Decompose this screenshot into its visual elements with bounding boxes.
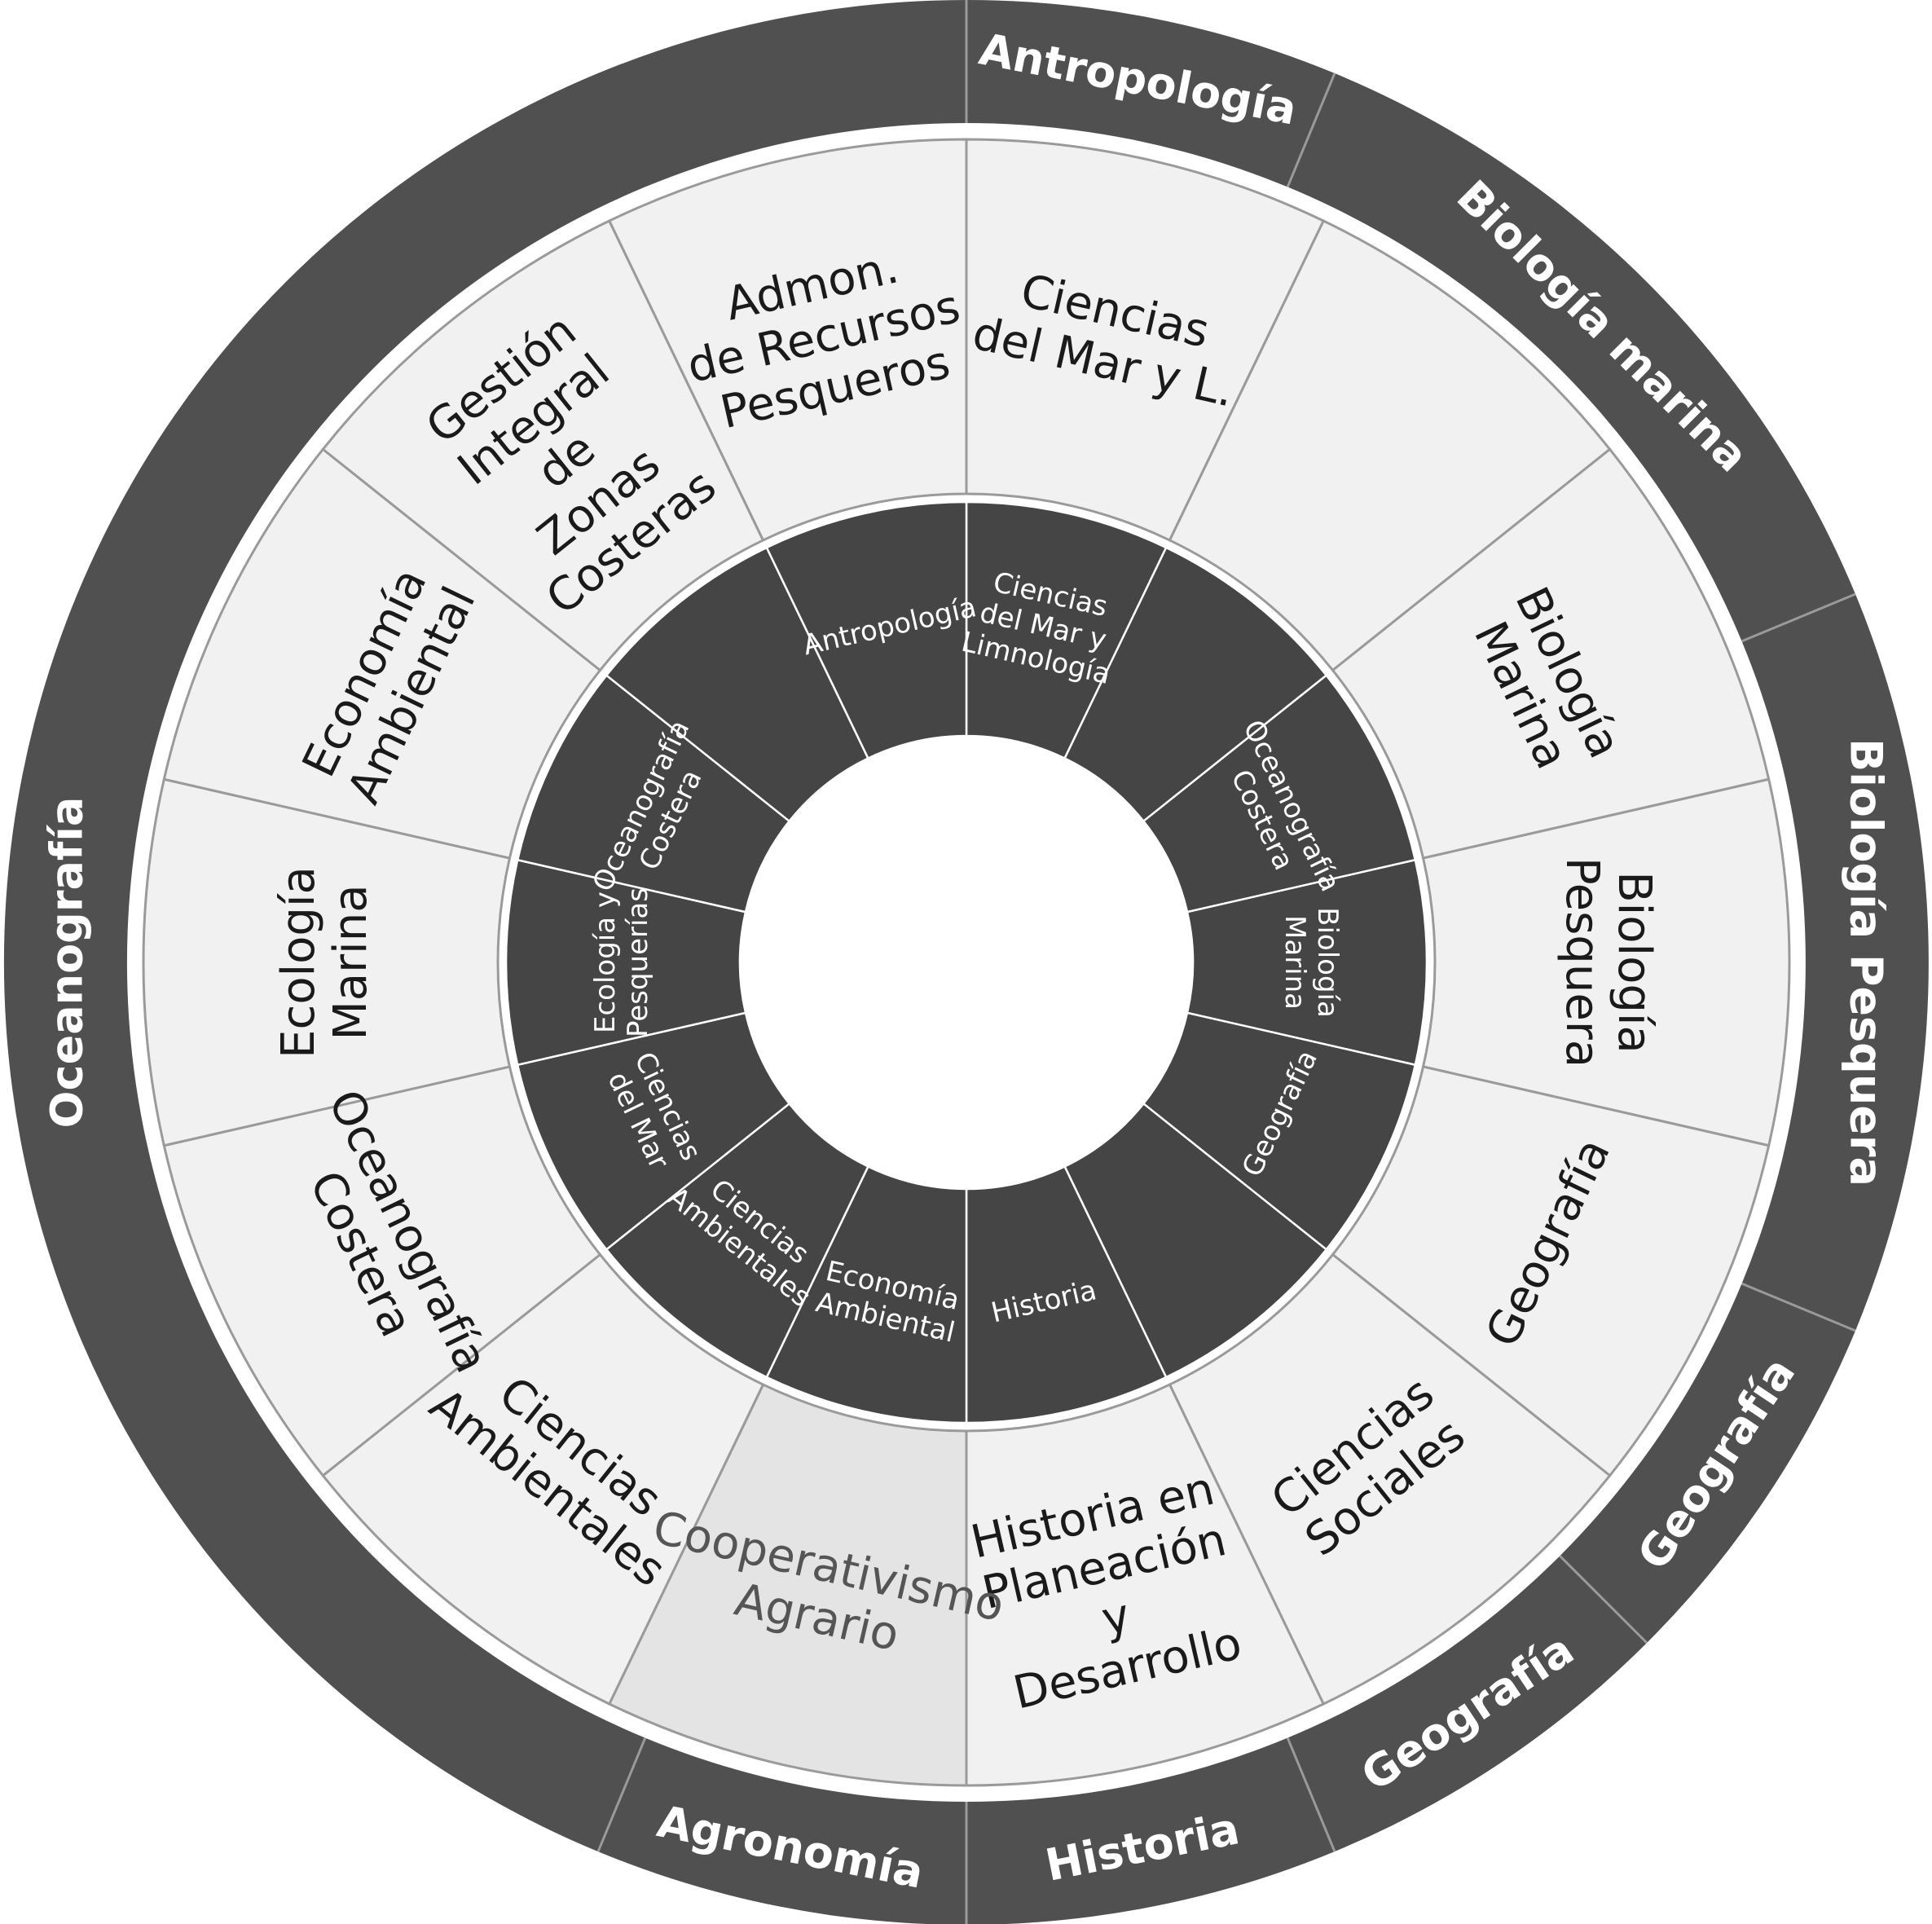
middle-cell-ciencias-del-mar-y-l — [965, 138, 1326, 542]
outer-ring-divider — [1286, 73, 1336, 187]
outer-label-oceanografia: Oceanografía — [41, 797, 92, 1129]
middle-label-ecologia-marina-line: Ecología — [272, 866, 325, 1059]
middle-label-admon-de-recursos-pesqueros: Admon.de RecursosPesqueros — [671, 229, 976, 444]
middle-label-biologia-pesquera-line: Pesquera — [1556, 857, 1609, 1068]
middle-cell-ciencias-sociales — [1168, 1253, 1612, 1706]
inner-label-ecologia-y-pesquerias: Ecología yPesquerías — [589, 887, 654, 1037]
middle-cell-biologia-marina — [1331, 447, 1771, 860]
outer-ring-divider — [1559, 1555, 1648, 1644]
inner-ring: Cienciasdel Mar yLimnologíaOceanografíaC… — [504, 500, 1428, 1424]
middle-cell-ecologia-marina — [142, 777, 512, 1147]
inner-label-ecologia-y-pesquerias-line: Pesquerías — [622, 887, 654, 1037]
middle-label-biologia-pesquera-line: Biología — [1608, 871, 1661, 1053]
middle-ring: Cienciasdel Mar y L.BiologíaMarinaBiolog… — [142, 138, 1791, 1787]
outer-ring-divider — [596, 1737, 647, 1852]
middle-cell-biologia-pesquera — [1421, 777, 1791, 1147]
center-circle — [740, 736, 1193, 1189]
middle-cell-economia-ambiental — [162, 447, 602, 860]
outer-label-biologia-pesquera: Biología Pesquera — [1841, 738, 1892, 1187]
outer-ring-divider — [1741, 592, 1856, 643]
middle-label-ecologia-marina-line: Marina — [324, 884, 377, 1040]
middle-cell-geografia — [1331, 1065, 1771, 1477]
outer-label-biologia-pesquera-line: Biología Pesquera — [1841, 738, 1892, 1187]
middle-label-biologia-pesquera: BiologíaPesquera — [1556, 857, 1661, 1068]
outer-ring-divider — [1286, 1737, 1336, 1852]
middle-cell-ciencias-ambientales — [321, 1253, 765, 1706]
inner-label-biologia-marina-line: Marina — [1278, 915, 1311, 1010]
middle-cell-gestion-integral-de-zonas-costeras — [321, 219, 765, 672]
middle-cell-admon-de-recursos-pesqueros — [607, 138, 968, 542]
middle-cell-empty — [1168, 219, 1612, 672]
inner-label-biologia-marina-line: Biología — [1311, 907, 1344, 1018]
middle-cell-cooperativismo-agrario — [607, 1383, 968, 1787]
middle-cell-oceanografia-costera — [162, 1065, 602, 1477]
outer-ring-divider — [1741, 1282, 1856, 1332]
outer-label-oceanografia-line: Oceanografía — [41, 797, 92, 1129]
inner-label-biologia-marina: BiologíaMarina — [1278, 907, 1344, 1018]
inner-label-ecologia-y-pesquerias-line: Ecología y — [589, 892, 622, 1033]
middle-label-ecologia-marina: EcologíaMarina — [272, 866, 377, 1059]
middle-cell-historia-en-planeacion-y-desarrollo — [965, 1383, 1326, 1787]
